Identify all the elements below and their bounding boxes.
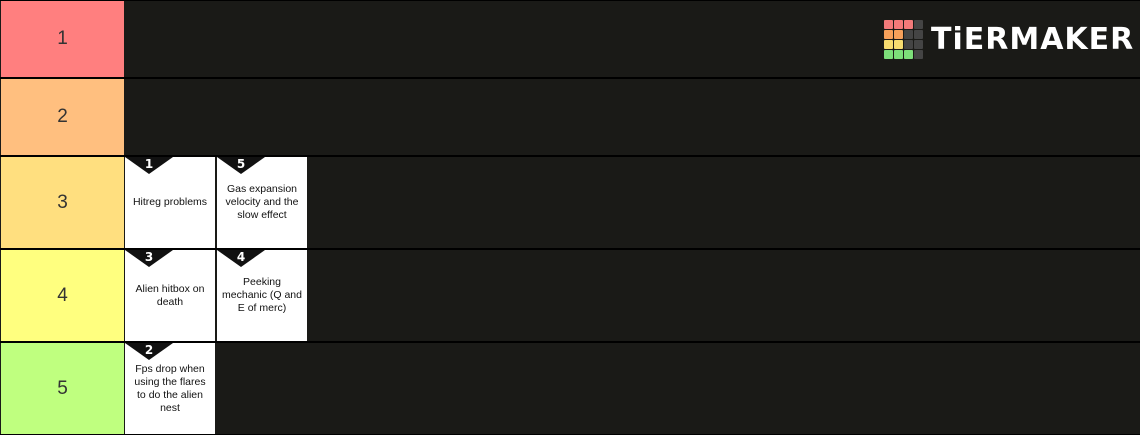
logo-grid-cell xyxy=(904,30,913,39)
rank-number: 5 xyxy=(236,157,246,171)
item-text: Fps drop when using the flares to do the… xyxy=(134,362,206,414)
logo-grid-icon xyxy=(884,20,923,59)
rank-badge: 2 xyxy=(125,343,173,360)
logo-grid-cell xyxy=(884,50,893,59)
logo-grid-cell xyxy=(894,20,903,29)
tier-row-1: 1 xyxy=(0,1,1140,77)
rank-number: 4 xyxy=(236,250,246,264)
tier-item-card[interactable]: 3 Alien hitbox on death xyxy=(125,250,215,341)
logo-grid-cell xyxy=(884,40,893,49)
tier-row-5: 5 2 Fps drop when using the flares to do… xyxy=(0,343,1140,434)
item-text: Gas expansion velocity and the slow effe… xyxy=(225,183,299,221)
logo-grid-cell xyxy=(914,30,923,39)
logo-grid-cell xyxy=(904,20,913,29)
tier-label[interactable]: 4 xyxy=(1,250,124,341)
logo-grid-cell xyxy=(904,50,913,59)
tier-label[interactable]: 5 xyxy=(1,343,124,434)
tier-label[interactable]: 2 xyxy=(1,79,124,155)
tier-item-card[interactable]: 4 Peeking mechanic (Q and E of merc) xyxy=(217,250,307,341)
tier-item-card[interactable]: 2 Fps drop when using the flares to do t… xyxy=(125,343,215,434)
tier-item-card[interactable]: 1 Hitreg problems xyxy=(125,157,215,248)
logo-grid-cell xyxy=(914,50,923,59)
tier-row-2: 2 xyxy=(0,79,1140,155)
logo-grid-cell xyxy=(884,20,893,29)
logo-grid-cell xyxy=(914,20,923,29)
item-text: Alien hitbox on death xyxy=(135,282,205,308)
badge-shape xyxy=(217,250,265,267)
logo-wordmark: TiERMAKER xyxy=(931,22,1135,57)
tier-items[interactable]: 1 Hitreg problems 5 Gas expansion veloci… xyxy=(125,157,1140,248)
logo-grid-cell xyxy=(894,30,903,39)
logo-grid-cell xyxy=(904,40,913,49)
logo-grid-cell xyxy=(894,50,903,59)
rank-badge: 5 xyxy=(217,157,265,174)
tier-items[interactable]: 3 Alien hitbox on death 4 Peeking mechan… xyxy=(125,250,1140,341)
rank-badge: 1 xyxy=(125,157,173,174)
badge-shape xyxy=(125,343,173,360)
tier-items[interactable] xyxy=(125,79,1140,155)
logo-grid-cell xyxy=(884,30,893,39)
item-text: Hitreg problems xyxy=(132,196,208,208)
logo-grid-cell xyxy=(914,40,923,49)
tier-items[interactable]: 2 Fps drop when using the flares to do t… xyxy=(125,343,1140,434)
tier-row-4: 4 3 Alien hitbox on death 4 Peeking mech… xyxy=(0,250,1140,341)
rank-number: 2 xyxy=(144,343,154,357)
tier-item-card[interactable]: 5 Gas expansion velocity and the slow ef… xyxy=(217,157,307,248)
badge-shape xyxy=(125,250,173,267)
tier-label[interactable]: 1 xyxy=(1,1,124,77)
tier-label[interactable]: 3 xyxy=(1,157,124,248)
rank-number: 3 xyxy=(144,250,154,264)
tier-row-3: 3 1 Hitreg problems 5 Gas expansion velo… xyxy=(0,157,1140,248)
rank-badge: 4 xyxy=(217,250,265,267)
tiermaker-logo[interactable]: TiERMAKER xyxy=(884,20,1134,59)
badge-shape xyxy=(125,157,173,174)
rank-number: 1 xyxy=(144,157,154,171)
rank-badge: 3 xyxy=(125,250,173,267)
badge-shape xyxy=(217,157,265,174)
logo-grid-cell xyxy=(894,40,903,49)
item-text: Peeking mechanic (Q and E of merc) xyxy=(222,276,302,314)
